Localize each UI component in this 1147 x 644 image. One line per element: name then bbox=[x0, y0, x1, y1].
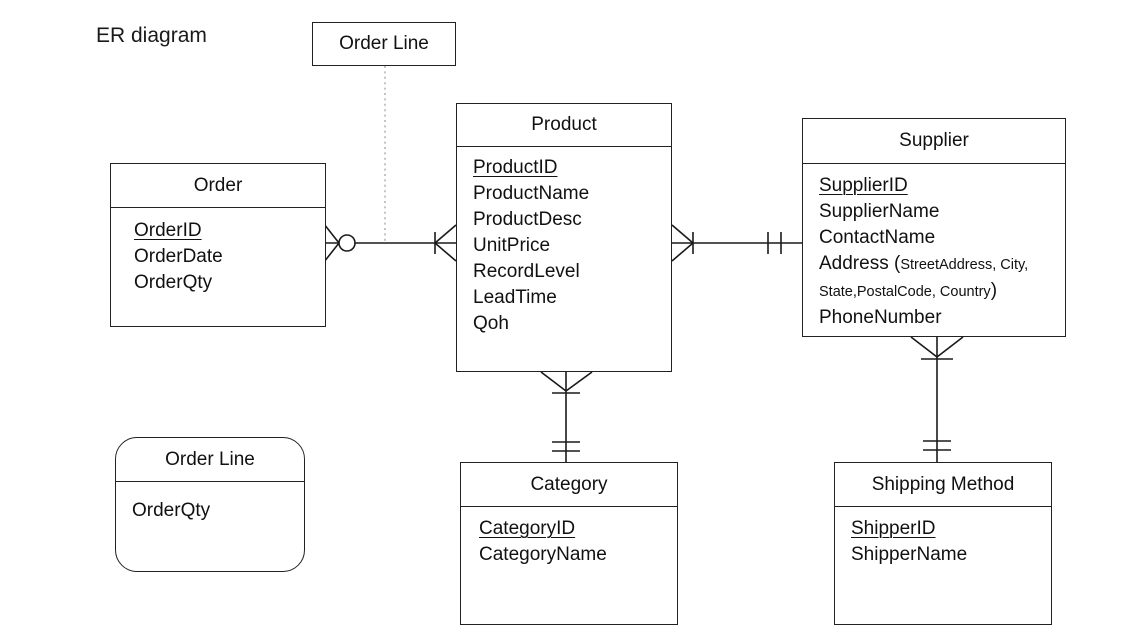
attribute-list: OrderID OrderDate OrderQty bbox=[111, 208, 325, 296]
entity-title: Shipping Method bbox=[835, 463, 1051, 507]
attribute-primary-key: SupplierID bbox=[819, 175, 908, 196]
attribute: Qoh bbox=[473, 313, 509, 334]
crow-foot-zero-or-many-icon bbox=[323, 223, 356, 263]
attribute-list: ProductID ProductName ProductDesc UnitPr… bbox=[457, 147, 671, 337]
attribute: CategoryName bbox=[479, 544, 607, 565]
attribute: OrderQty bbox=[134, 272, 213, 293]
entity-title: Product bbox=[457, 104, 671, 147]
entity-shipping-method: Shipping Method ShipperID ShipperName bbox=[834, 462, 1052, 625]
attribute-list: OrderQty bbox=[116, 482, 304, 524]
entity-supplier: Supplier SupplierID SupplierName Contact… bbox=[802, 118, 1066, 337]
cardinality-exactly-one-icon bbox=[767, 232, 782, 254]
attribute-primary-key: OrderID bbox=[134, 220, 202, 241]
attribute: OrderDate bbox=[134, 246, 223, 267]
attribute-address-continued: State,PostalCode, Country) bbox=[819, 280, 998, 301]
crow-foot-one-or-many-icon bbox=[540, 371, 593, 394]
entity-order-line-label: Order Line bbox=[312, 22, 456, 66]
entity-title: Order Line bbox=[339, 33, 429, 54]
cardinality-exactly-one-icon bbox=[923, 440, 951, 451]
crow-foot-one-or-many-icon bbox=[671, 224, 694, 262]
attribute: ProductName bbox=[473, 183, 590, 204]
attribute: LeadTime bbox=[473, 287, 557, 308]
attribute-list: SupplierID SupplierName ContactName Addr… bbox=[803, 164, 1065, 331]
entity-product: Product ProductID ProductName ProductDes… bbox=[456, 103, 672, 372]
cardinality-exactly-one-icon bbox=[552, 441, 580, 452]
crow-foot-one-or-many-icon bbox=[434, 224, 457, 262]
attribute: ShipperName bbox=[851, 544, 968, 565]
attribute-address: Address (StreetAddress, City, bbox=[819, 253, 1029, 274]
attribute-primary-key: CategoryID bbox=[479, 518, 576, 539]
page-title: ER diagram bbox=[96, 24, 207, 47]
attribute-list: ShipperID ShipperName bbox=[835, 507, 1051, 568]
attribute-primary-key: ShipperID bbox=[851, 518, 936, 539]
entity-title: Order Line bbox=[116, 438, 304, 482]
entity-title: Supplier bbox=[803, 119, 1065, 164]
attribute: UnitPrice bbox=[473, 235, 551, 256]
attribute: PhoneNumber bbox=[819, 307, 942, 328]
entity-order: Order OrderID OrderDate OrderQty bbox=[110, 163, 326, 327]
attribute: ContactName bbox=[819, 227, 936, 248]
entity-category: Category CategoryID CategoryName bbox=[460, 462, 678, 625]
attribute: SupplierName bbox=[819, 201, 940, 222]
entity-title: Order bbox=[111, 164, 325, 208]
attribute: OrderQty bbox=[132, 500, 211, 521]
attribute: RecordLevel bbox=[473, 261, 580, 282]
attribute-primary-key: ProductID bbox=[473, 157, 558, 178]
entity-title: Category bbox=[461, 463, 677, 507]
attribute: ProductDesc bbox=[473, 209, 582, 230]
crow-foot-one-or-many-icon bbox=[910, 336, 964, 360]
attribute-list: CategoryID CategoryName bbox=[461, 507, 677, 568]
entity-order-line: Order Line OrderQty bbox=[115, 437, 305, 572]
